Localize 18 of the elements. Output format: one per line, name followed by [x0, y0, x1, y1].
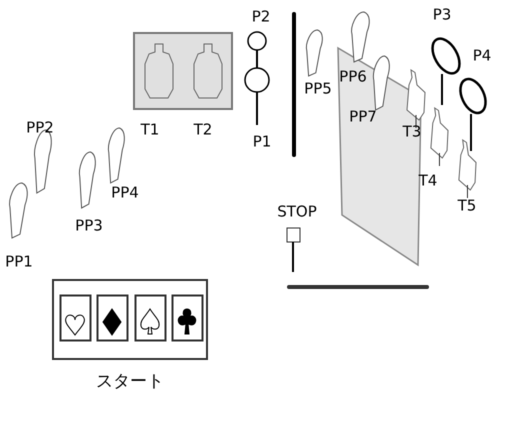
popper-label: PP4 — [111, 184, 139, 202]
plate-label: P1 — [252, 134, 272, 150]
plate-label: P4 — [472, 48, 492, 64]
target-label: T3 — [402, 124, 422, 140]
start-label: スタート — [96, 374, 164, 390]
popper-label: PP5 — [304, 80, 332, 98]
target-label: T1 — [140, 122, 160, 138]
popper-label: PP1 — [5, 254, 33, 270]
plate-label: P2 — [252, 8, 270, 26]
popper-label: PP2 — [26, 120, 54, 136]
target-label: T4 — [418, 172, 438, 190]
popper-label: PP6 — [339, 68, 367, 86]
popper-label: PP7 — [349, 108, 377, 126]
stop-label: STOP — [277, 204, 317, 220]
plate-label: P3 — [432, 6, 452, 24]
popper-label: PP3 — [75, 218, 103, 234]
target-label: T2 — [194, 122, 212, 138]
target-label: T5 — [458, 198, 476, 214]
